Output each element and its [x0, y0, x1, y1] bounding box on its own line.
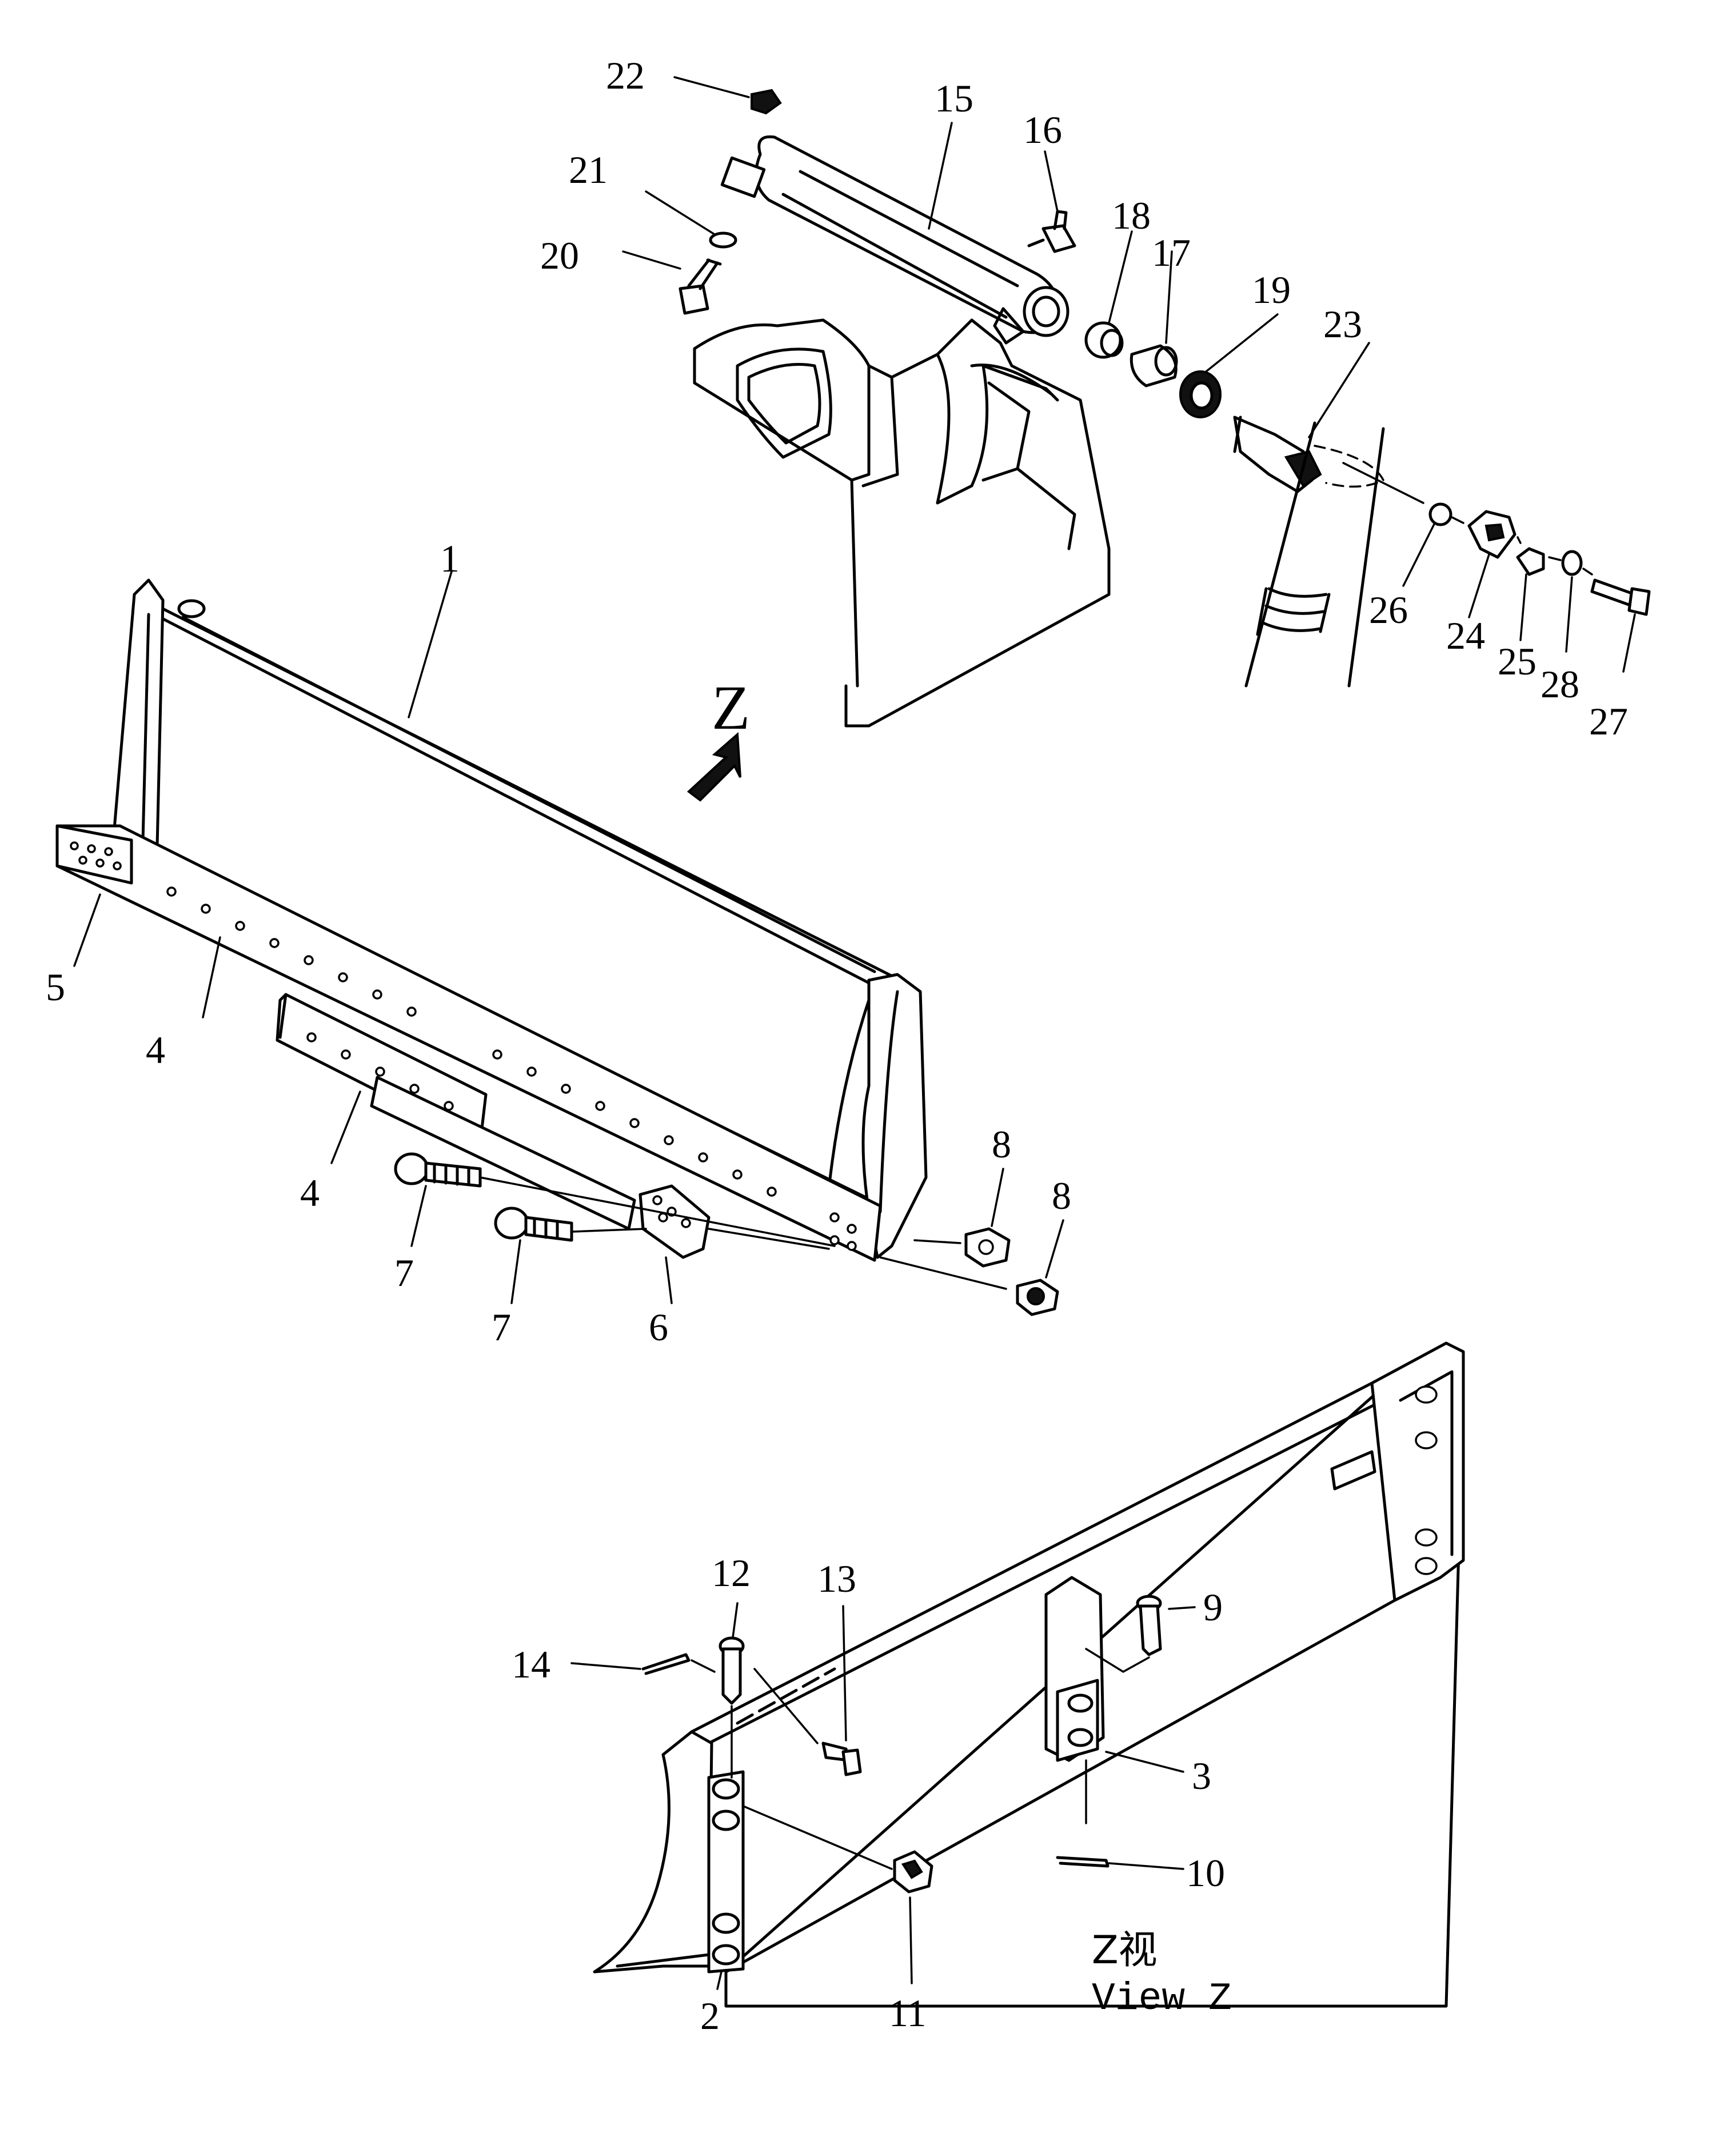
callout-23: 23	[1323, 302, 1362, 346]
bolt-7-upper	[394, 1152, 482, 1188]
nut-8-upper	[964, 1227, 1011, 1268]
callout-27: 27	[1589, 700, 1628, 743]
nut-axis-lines	[879, 1239, 1007, 1290]
callout-7b: 7	[492, 1305, 511, 1349]
collar-26	[1428, 502, 1452, 526]
bolt-13	[753, 1668, 862, 1776]
callout-26: 26	[1369, 588, 1408, 632]
center-bracket-3	[1044, 1576, 1150, 1824]
bracket-11	[742, 1805, 933, 1894]
callout-24: 24	[1446, 614, 1485, 657]
bracket-24	[1467, 510, 1516, 559]
cotter-pin-14	[641, 1653, 716, 1675]
callout-10: 10	[1186, 1851, 1225, 1895]
cutting-edge-4-main	[55, 824, 882, 1262]
callout-9: 9	[1203, 1585, 1223, 1629]
callout-12: 12	[712, 1551, 751, 1595]
callout-8b: 8	[1052, 1174, 1071, 1217]
end-bit-6	[638, 1184, 711, 1259]
tractor-frame	[693, 318, 1111, 728]
callout-15: 15	[935, 77, 973, 120]
callout-13: 13	[817, 1557, 856, 1600]
shaft-23	[1233, 416, 1385, 688]
callout-3: 3	[1192, 1754, 1211, 1798]
callout-28: 28	[1541, 662, 1579, 706]
nut-22	[751, 89, 782, 115]
callout-labels: 1 2 3 4 4 5 6 7 7 8 8 9 10 11 12 13 14 1…	[46, 54, 1628, 2038]
assembly-axis-top	[1342, 462, 1593, 576]
bolt-7-lower	[494, 1207, 573, 1242]
view-caption-cn: Z视	[1092, 1928, 1158, 1973]
nut-8-lower	[1016, 1279, 1059, 1316]
callout-16: 16	[1023, 108, 1062, 151]
callout-21: 21	[569, 148, 608, 191]
cutting-edge-holes	[166, 886, 857, 1251]
leader-lines	[73, 76, 1636, 1990]
callout-7a: 7	[394, 1251, 414, 1295]
grease-fitting-16	[1027, 210, 1076, 253]
arrow-down-left-icon	[687, 732, 741, 802]
callout-19: 19	[1252, 268, 1291, 311]
washer-21	[709, 231, 737, 249]
view-caption-en: View Z	[1092, 1977, 1232, 2021]
callout-25: 25	[1498, 640, 1537, 683]
callout-5: 5	[46, 965, 65, 1009]
bushing-18	[1084, 321, 1124, 359]
pin-9	[1136, 1595, 1162, 1656]
pin-12	[719, 1636, 745, 1779]
bolt-axis-lines	[479, 1176, 836, 1250]
callout-17: 17	[1152, 231, 1191, 274]
callout-11: 11	[889, 1991, 926, 2035]
end-bit-5	[55, 824, 133, 885]
ring-28	[1561, 550, 1583, 576]
seal-19	[1179, 370, 1222, 418]
callout-6: 6	[649, 1305, 668, 1349]
callout-2: 2	[700, 1994, 720, 2038]
callout-4a: 4	[146, 1028, 165, 1072]
cylinder-15	[720, 135, 1069, 345]
cotter-pin-10	[1056, 1856, 1110, 1868]
callout-22: 22	[606, 54, 645, 97]
bolt-20	[679, 258, 722, 315]
callout-1: 1	[440, 537, 460, 580]
callout-4b: 4	[300, 1171, 320, 1215]
cutting-edge-4-loose	[276, 993, 636, 1231]
view-marker-letter: Z	[712, 673, 750, 742]
callout-20: 20	[540, 234, 579, 277]
hinge-bracket-2	[707, 1770, 745, 1974]
bushing-17	[1130, 344, 1178, 388]
callout-14: 14	[512, 1643, 550, 1686]
callout-8a: 8	[992, 1123, 1011, 1166]
bolt-27	[1590, 578, 1651, 616]
plug-25	[1516, 547, 1545, 576]
callout-18: 18	[1112, 194, 1151, 237]
